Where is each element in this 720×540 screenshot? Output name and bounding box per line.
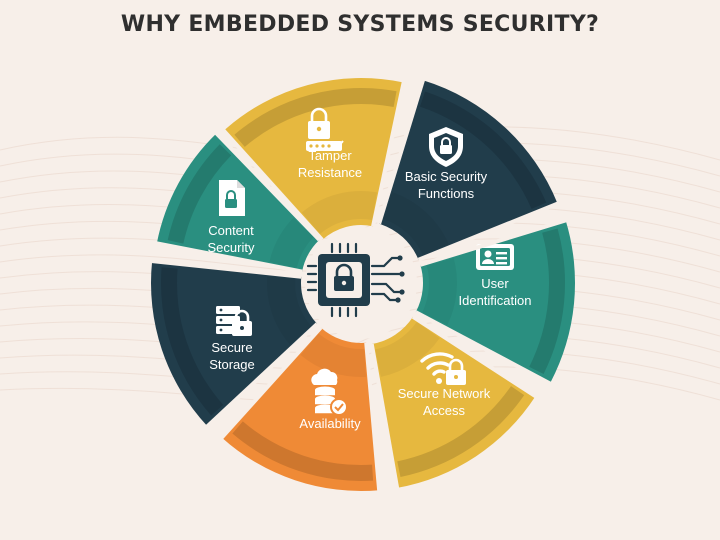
segment-label-line: Basic Security [405, 169, 488, 184]
password-lock-icon [306, 107, 344, 151]
server-lock-icon [216, 306, 252, 336]
segment-availability: Availability [221, 327, 380, 491]
segment-inner-band [422, 258, 457, 326]
segment-inner-band [269, 217, 314, 269]
segment-rim [161, 267, 224, 416]
segment-label-line: Secure [211, 340, 252, 355]
chip-lock-icon [306, 242, 405, 318]
segment-rim [234, 88, 397, 147]
segment-rim [529, 228, 565, 375]
segment-rim [397, 386, 525, 478]
segment-rim [232, 421, 374, 481]
page-title: WHY EMBEDDED SYSTEMS SECURITY? [120, 12, 600, 37]
segment-body [415, 220, 575, 384]
segment-label-line: Tamper [308, 148, 352, 163]
segment-inner-band [301, 191, 377, 234]
segment-label-line: User [481, 276, 509, 291]
segment-separators [149, 77, 569, 493]
file-lock-icon [219, 180, 245, 216]
segment-inner-band [266, 276, 312, 345]
segment-inner-band [383, 192, 449, 256]
segment-label-line: Functions [418, 186, 475, 201]
segment-label-line: Availability [299, 416, 361, 431]
cloud-database-check-icon [311, 368, 348, 416]
segment-label-line: Resistance [298, 165, 362, 180]
segment-inner-band [375, 322, 440, 377]
segment-label-line: Content [208, 223, 254, 238]
segment-label-line: Storage [209, 357, 255, 372]
segment-inner-band [300, 333, 366, 377]
segment-rim [420, 91, 547, 209]
segment-label-line: Secure Network [398, 386, 491, 401]
segment-label-line: Access [423, 403, 465, 418]
segment-label-line: Security [208, 240, 255, 255]
id-card-icon [476, 244, 514, 270]
segment-rim [167, 144, 232, 244]
segment-label-line: Identification [459, 293, 532, 308]
wifi-lock-icon [420, 352, 466, 385]
shield-lock-icon [429, 127, 463, 167]
